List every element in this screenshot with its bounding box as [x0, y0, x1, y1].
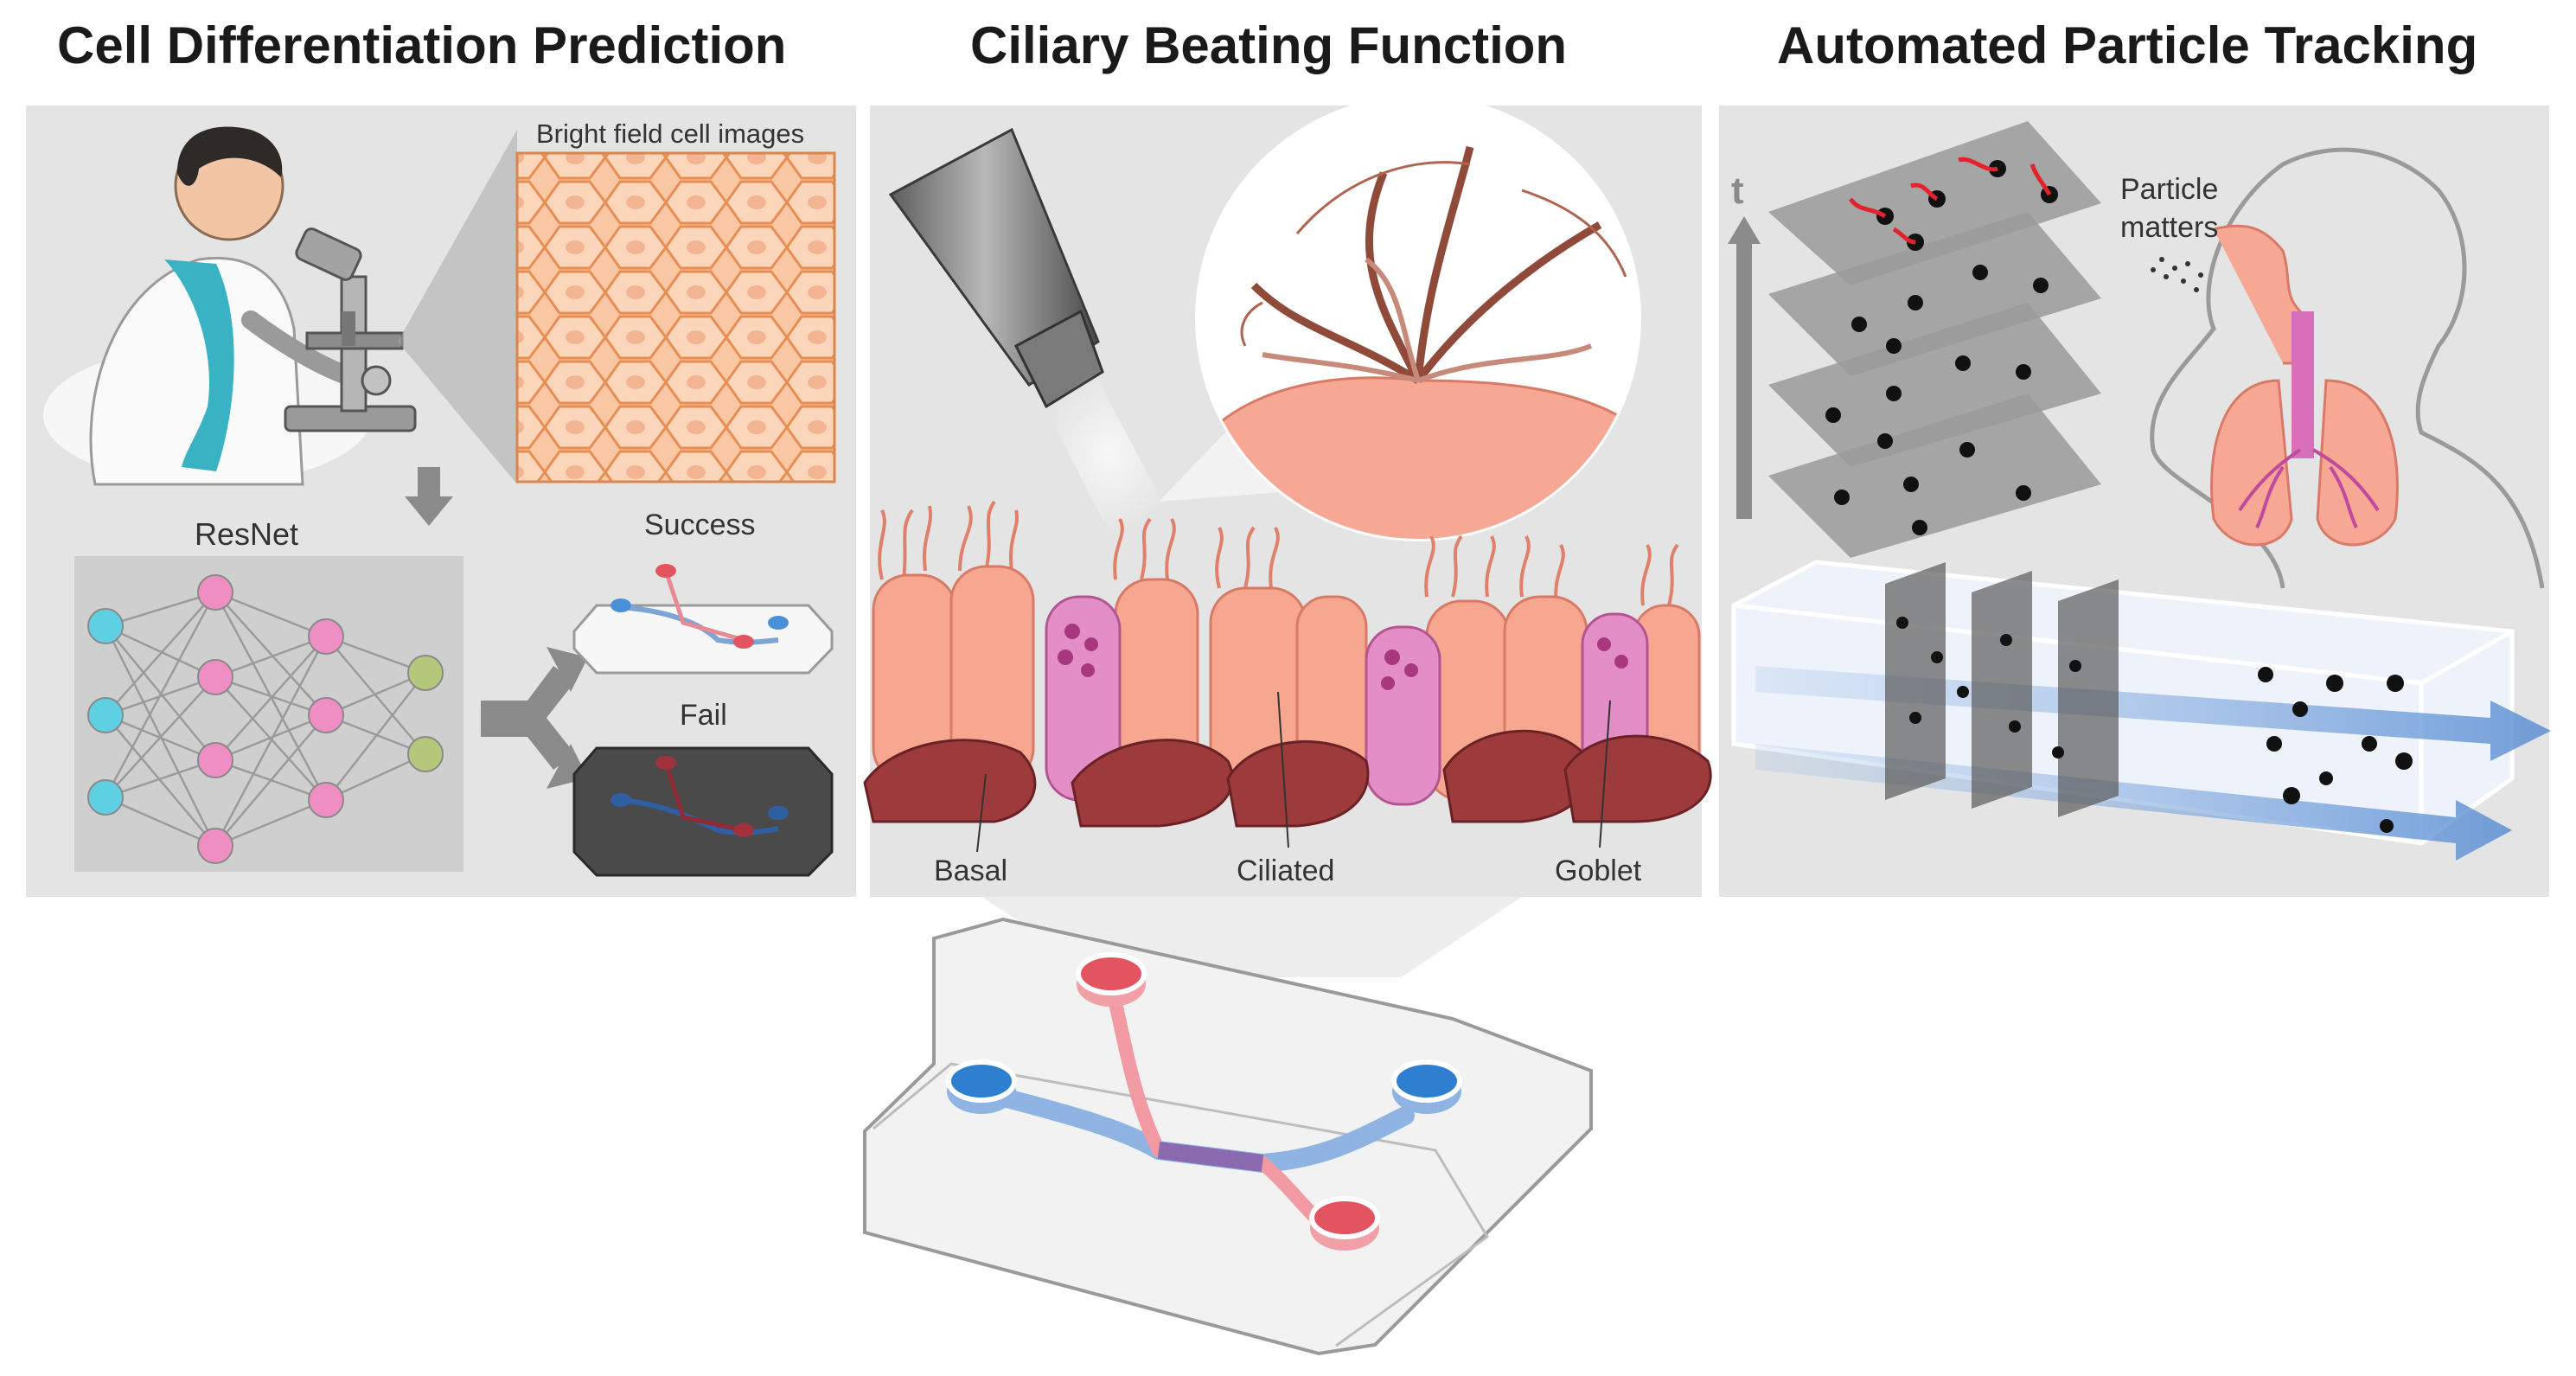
time-axis-label: t: [1731, 170, 1744, 212]
success-chip: [572, 564, 834, 675]
bright-field-label: Bright field cell images: [536, 118, 805, 149]
hidden-node: [197, 574, 233, 611]
flow-channel-box: [1731, 560, 2551, 861]
ciliated-label: Ciliated: [1237, 854, 1335, 887]
image-projection-beam: [398, 130, 517, 484]
resnet-label: ResNet: [195, 516, 299, 552]
microfluidic-chip: [863, 917, 1593, 1356]
fail-label: Fail: [680, 699, 727, 732]
input-node: [87, 697, 124, 733]
hidden-node: [197, 659, 233, 695]
particle-cloud-icon: [2151, 257, 2203, 292]
human-airway-illustration: [2150, 147, 2545, 589]
output-node: [407, 736, 444, 772]
network-nodes: [87, 574, 444, 864]
hidden-node: [197, 742, 233, 778]
title-cell-differentiation: Cell Differentiation Prediction: [57, 16, 787, 74]
basal-label: Basal: [934, 854, 1008, 887]
network-edges: [104, 591, 426, 848]
time-axis-arrow: [1728, 216, 1761, 519]
cilia-zoom-bubble: [1195, 95, 1641, 541]
down-arrow-icon: [405, 467, 453, 526]
objective-lens-icon: [888, 127, 1176, 536]
success-label: Success: [644, 509, 756, 541]
epithelium-layer: [863, 500, 1712, 853]
bright-field-image: [515, 151, 836, 483]
fail-chip: [572, 746, 834, 877]
microscope-icon: [284, 227, 417, 432]
resnet-network-box: [74, 556, 463, 872]
title-particle-tracking: Automated Particle Tracking: [1777, 16, 2478, 74]
particle-label-line1: Particle: [2120, 173, 2219, 206]
particle-frame-stack: [1768, 121, 2101, 558]
hidden-node: [308, 782, 344, 818]
output-node: [407, 655, 444, 691]
title-ciliary-beating: Ciliary Beating Function: [970, 16, 1568, 74]
scientist-illustration: [43, 126, 373, 486]
hidden-node: [308, 697, 344, 733]
input-node: [87, 779, 124, 816]
hidden-node: [197, 828, 233, 864]
goblet-label: Goblet: [1555, 854, 1642, 887]
hidden-node: [308, 618, 344, 655]
particle-label-line2: matters: [2120, 211, 2219, 244]
input-node: [87, 608, 124, 644]
